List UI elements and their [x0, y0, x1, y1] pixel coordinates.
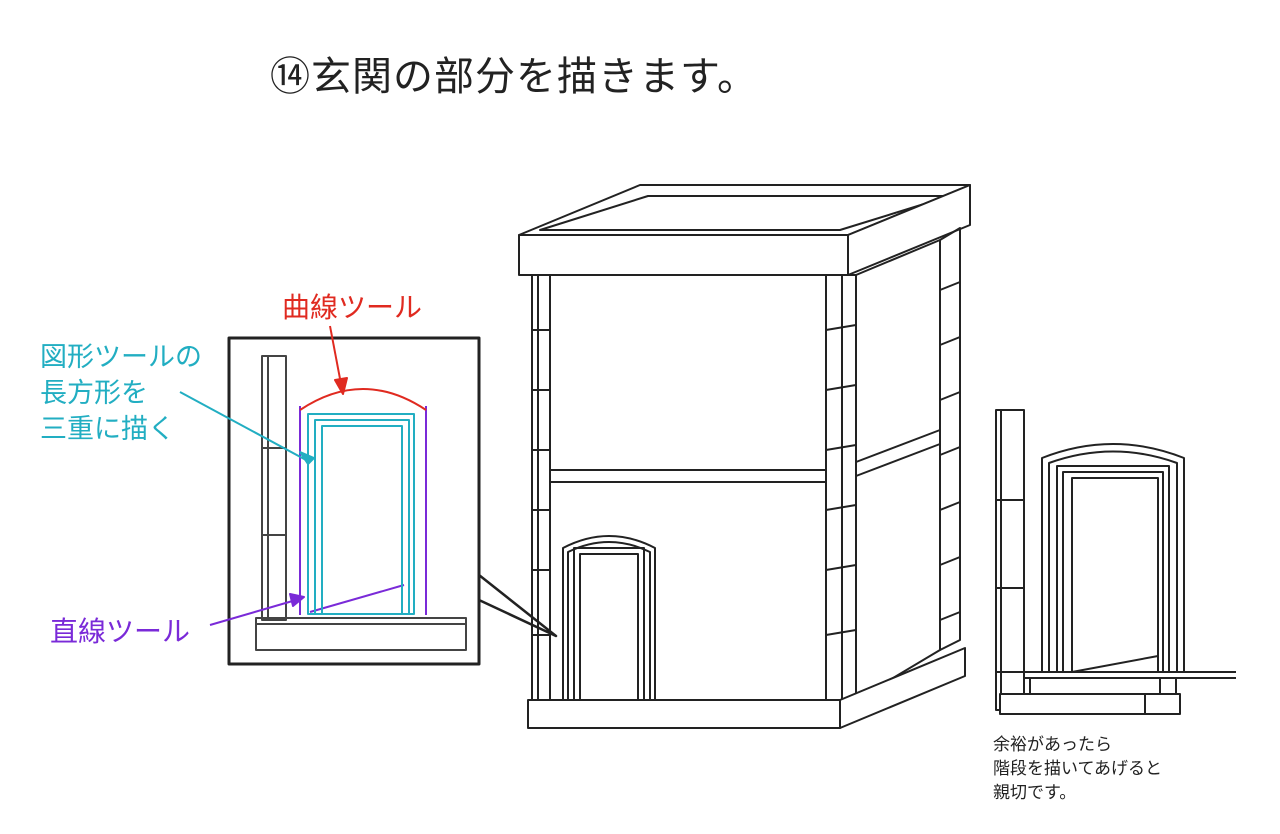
page-title: ⑭玄関の部分を描きます。	[270, 54, 758, 100]
door-construction	[299, 388, 427, 615]
note-line: 親切です。	[993, 783, 1077, 803]
column-blocks	[532, 324, 857, 636]
curve-tool-label: 曲線ツール	[282, 291, 423, 324]
building-drawing	[518, 184, 971, 729]
note-line: 階段を描いてあげると	[993, 759, 1162, 779]
line-tool-label: 直線ツール	[50, 615, 191, 648]
rect-tool-label-line: 長方形を	[40, 378, 148, 409]
zoom-callout	[227, 336, 558, 666]
note-line: 余裕があったら	[993, 735, 1112, 755]
rect-tool-label-line: 三重に描く	[40, 414, 175, 445]
rect-tool-label-line: 図形ツールの	[40, 342, 202, 373]
steps-note: 余裕があったら 階段を描いてあげると 親切です。	[993, 733, 1162, 805]
annotation-arrows	[179, 325, 348, 626]
door-with-steps-drawing	[995, 409, 1236, 715]
rect-tool-label: 図形ツールの 長方形を 三重に描く	[40, 340, 202, 448]
